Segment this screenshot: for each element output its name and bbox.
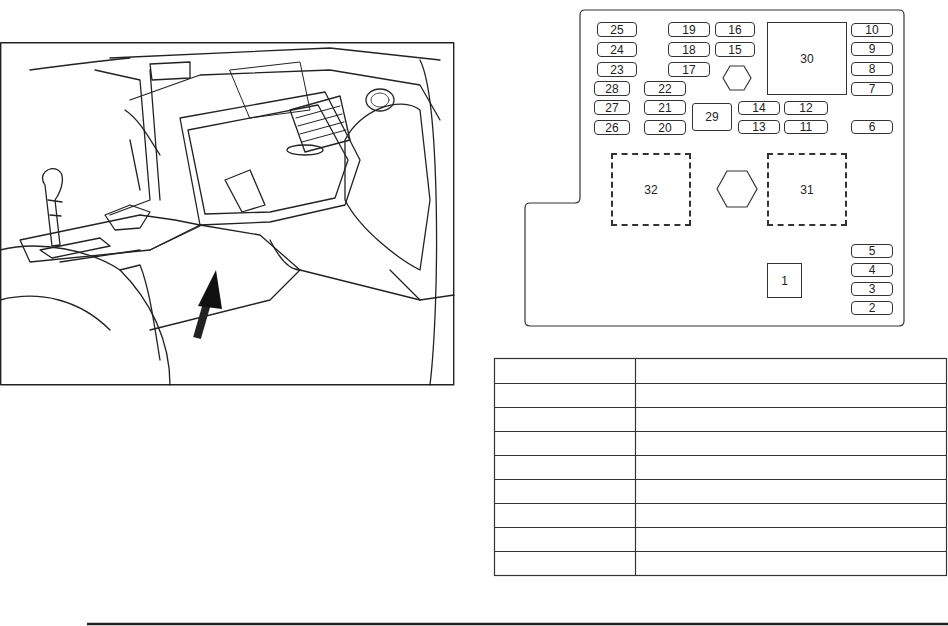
fuse-number: 21 (658, 102, 671, 114)
fuse-number: 2 (869, 302, 876, 314)
fuse-box: 29 (692, 103, 732, 131)
fuse-box: 13 (738, 120, 780, 134)
fuse-number: 1 (781, 275, 788, 287)
fuse-number: 17 (682, 64, 695, 76)
fuse-box: 5 (851, 244, 893, 258)
fuse-number: 4 (869, 264, 876, 276)
fuse-number: 5 (869, 245, 876, 257)
relay-position: 32 (611, 153, 691, 226)
fuse-box: 15 (715, 42, 755, 57)
fuse-box: 27 (594, 100, 630, 115)
fuse-box: 21 (644, 100, 686, 115)
fuse-box: 4 (851, 263, 893, 277)
fuse-number: 32 (644, 184, 657, 196)
fuse-box: 14 (738, 101, 780, 115)
fuse-box: 9 (851, 42, 893, 56)
fuse-box: 18 (668, 42, 710, 57)
fuse-number: 30 (800, 53, 813, 65)
fuse-box: 8 (851, 62, 893, 76)
fuse-box: 26 (594, 120, 630, 135)
fuse-number: 22 (658, 83, 671, 95)
fuse-number: 23 (610, 64, 623, 76)
relay-box: 1 (767, 263, 802, 298)
fuse-box: 3 (851, 282, 893, 296)
fuse-number: 24 (610, 44, 623, 56)
fuse-number: 29 (705, 111, 718, 123)
fuse-number: 12 (799, 102, 812, 114)
fuse-box: 2 (851, 301, 893, 315)
fuse-number: 3 (869, 283, 876, 295)
fuse-number: 8 (869, 63, 876, 75)
fuse-number: 31 (800, 184, 813, 196)
relay-box: 30 (767, 22, 847, 95)
fuse-box: 19 (668, 22, 710, 37)
fuse-box: 6 (851, 120, 893, 134)
fuse-box: 17 (668, 62, 710, 77)
fuse-number: 9 (869, 43, 876, 55)
relay-position: 31 (767, 153, 847, 226)
fuse-box: 28 (594, 81, 630, 96)
fuse-number: 19 (682, 24, 695, 36)
fuse-number: 27 (605, 102, 618, 114)
fuse-box: 20 (644, 120, 686, 135)
fuse-number: 20 (658, 122, 671, 134)
fuse-number: 6 (869, 121, 876, 133)
fuse-number: 14 (752, 102, 765, 114)
fuse-number: 25 (610, 24, 623, 36)
fuse-number: 26 (605, 122, 618, 134)
fuse-box: 25 (597, 22, 637, 37)
fuse-box: 16 (715, 22, 755, 37)
fuse-box: 7 (851, 82, 893, 96)
fuse-number: 15 (728, 44, 741, 56)
fuse-number: 13 (752, 121, 765, 133)
fuse-box: 23 (597, 62, 637, 77)
fuse-number: 18 (682, 44, 695, 56)
fuse-box: 24 (597, 42, 637, 57)
fuse-number: 28 (605, 83, 618, 95)
fuse-box: 10 (851, 23, 893, 37)
fuse-number: 11 (800, 121, 812, 133)
fuse-number: 16 (728, 24, 741, 36)
fuse-box: 12 (784, 101, 828, 115)
fuse-number: 10 (865, 24, 878, 36)
fuse-number: 7 (869, 83, 876, 95)
fuse-box: 22 (644, 81, 686, 96)
fuse-box: 11 (784, 120, 828, 134)
